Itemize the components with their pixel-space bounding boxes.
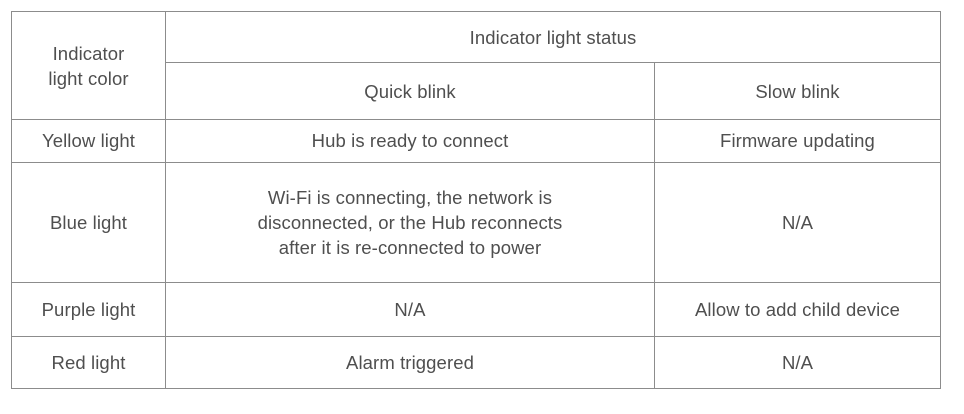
cell-blue-quick-blink-line3: after it is re-connected to power [278, 236, 542, 258]
cell-blue-slow-blink: N/A [653, 161, 942, 284]
cell-blue-quick-blink-line1: Wi-Fi is connecting, the network is [267, 186, 553, 208]
cell-blue-quick-blink-line2: disconnected, or the Hub reconnects [257, 211, 563, 233]
header-indicator-light-color: Indicator light color [11, 10, 166, 121]
table-header-row-group: Indicator light color Indicator light st… [11, 10, 942, 121]
header-indicator-light-color-line2: light color [48, 67, 129, 89]
indicator-light-status-table-wrapper: Indicator light color Indicator light st… [11, 10, 942, 390]
table-row: Red light Alarm triggered N/A [11, 335, 942, 390]
cell-color-purple: Purple light [11, 282, 166, 337]
cell-color-blue: Blue light [11, 161, 166, 284]
indicator-light-status-table: Indicator light color Indicator light st… [11, 10, 942, 390]
header-slow-blink: Slow blink [653, 62, 942, 121]
cell-purple-quick-blink: N/A [165, 282, 655, 337]
cell-blue-quick-blink: Wi-Fi is connecting, the network is disc… [165, 161, 655, 284]
cell-yellow-slow-blink: Firmware updating [653, 119, 942, 163]
cell-red-quick-blink: Alarm triggered [165, 335, 655, 390]
cell-purple-slow-blink: Allow to add child device [653, 282, 942, 337]
table-row: Blue light Wi-Fi is connecting, the netw… [11, 161, 942, 284]
cell-color-red: Red light [11, 335, 166, 390]
table-row: Yellow light Hub is ready to connect Fir… [11, 119, 942, 163]
header-indicator-light-status: Indicator light status [164, 10, 942, 64]
header-quick-blink: Quick blink [165, 62, 655, 121]
cell-color-yellow: Yellow light [11, 119, 166, 163]
cell-yellow-quick-blink: Hub is ready to connect [165, 119, 655, 163]
table-row: Purple light N/A Allow to add child devi… [11, 282, 942, 337]
table-subheader-row: Quick blink Slow blink [12, 62, 942, 121]
cell-red-slow-blink: N/A [653, 335, 942, 390]
header-indicator-light-color-line1: Indicator [52, 42, 125, 64]
